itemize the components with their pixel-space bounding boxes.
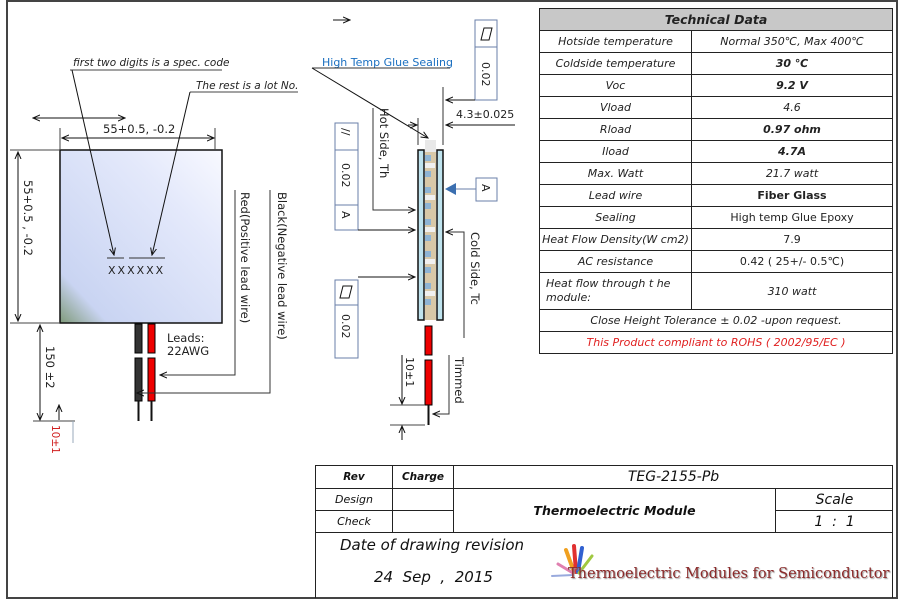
scale-label: Scale	[776, 489, 893, 511]
row-value: 30 ℃	[691, 52, 893, 75]
leads-label: Leads:	[167, 331, 205, 345]
datum-a-box	[475, 177, 498, 202]
flatness-icon	[480, 27, 493, 41]
rohs-note: This Product compliant to ROHS ( 2002/95…	[539, 331, 893, 354]
hot-side-label: Hot Side, Th	[377, 108, 391, 178]
rev-label: Rev	[316, 466, 393, 489]
parallelism-datum: A	[339, 211, 352, 219]
logo-burst-icon	[548, 542, 608, 582]
row-value: Normal 350℃, Max 400℃	[691, 30, 893, 53]
row-value: 0.97 ohm	[691, 118, 893, 141]
row-label: Coldside temperature	[539, 52, 692, 75]
side-red-lead	[424, 325, 433, 356]
date-value: 24 Sep , 2015	[374, 568, 493, 586]
design-value	[393, 489, 454, 511]
design-label: Design	[316, 489, 393, 511]
black-wire-label: Black(Negative lead wire)	[275, 192, 289, 340]
lead-length-dimension: 150 ±2	[43, 346, 57, 389]
drawing-frame	[6, 0, 898, 599]
red-lead-wire	[147, 323, 156, 354]
width-dimension: 55+0.5, -0.2	[103, 122, 175, 136]
row-label: Hotside temperature	[539, 30, 692, 53]
row-value: 7.9	[691, 228, 893, 251]
spec-code-annotation: first two digits is a spec. code	[73, 57, 229, 69]
top-view: first two digits is a spec. code The res…	[10, 57, 298, 454]
cold-side-label: Cold Side, Tc	[468, 232, 482, 305]
height-dimension: 55+0.5 , -0.2	[21, 180, 35, 256]
charge-label: Charge	[393, 466, 454, 489]
row-label: AC resistance	[539, 250, 692, 273]
module-plate	[59, 149, 223, 324]
flatness-frame-top	[474, 19, 498, 101]
red-wire-label: Red(Positive lead wire)	[238, 192, 252, 323]
row-label: Heat flow through t he module:	[539, 272, 692, 310]
parallelism-icon: //	[339, 128, 352, 136]
part-number: TEG-2155-Pb	[454, 466, 893, 489]
black-lead-wire	[134, 323, 143, 354]
tinned-label: Timmed	[452, 356, 466, 404]
table-row: Heat Flow Density(W cm2)7.9	[539, 228, 893, 251]
tolerance-note: Close Height Tolerance ± 0.02 -upon requ…	[539, 309, 893, 332]
date-label: Date of drawing revision	[340, 536, 525, 554]
row-label: Rload	[539, 118, 692, 141]
thickness-dimension: 4.3±0.025	[456, 108, 514, 121]
row-value: High temp Glue Epoxy	[691, 206, 893, 229]
lot-no-annotation: The rest is a lot No.	[196, 80, 298, 92]
row-label: Sealing	[539, 206, 692, 229]
flatness-frame-bottom	[334, 279, 359, 359]
product-name: Thermoelectric Module	[454, 489, 776, 533]
row-label: Lead wire	[539, 184, 692, 207]
row-value: Fiber Glass	[691, 184, 893, 207]
row-value: 4.7A	[691, 140, 893, 163]
check-value	[393, 511, 454, 533]
row-label: Iload	[539, 140, 692, 163]
datum-label: A	[479, 184, 492, 192]
lot-marking: XXXXXX	[108, 264, 165, 277]
datum-triangle-icon	[445, 183, 456, 195]
row-value: 4.6	[691, 96, 893, 119]
row-label: Vload	[539, 96, 692, 119]
table-row: Heat flow through t he module:310 watt	[539, 272, 893, 310]
cold-side-plate	[436, 149, 444, 321]
flatness-bottom-value: 0.02	[339, 314, 352, 339]
company-logo: Thermoelectric Modules for Semiconductor	[568, 566, 890, 582]
check-label: Check	[316, 511, 393, 533]
parallelism-value: 0.02	[339, 163, 352, 188]
row-label: Heat Flow Density(W cm2)	[539, 228, 692, 251]
row-value: 0.42 ( 25+/- 0.5℃)	[691, 250, 893, 273]
hot-side-plate	[417, 149, 425, 321]
flatness-top-value: 0.02	[479, 62, 492, 87]
row-value: 9.2 V	[691, 74, 893, 97]
scale-value: 1 : 1	[776, 511, 893, 533]
leads-gauge: 22AWG	[167, 344, 209, 358]
tinned-length-dimension: 10±1	[49, 425, 61, 454]
side-tinned-length-dimension: 10±1	[403, 357, 416, 387]
row-value: 310 watt	[691, 272, 893, 310]
glue-sealing-label: High Temp Glue Sealing	[322, 56, 453, 69]
row-label: Voc	[539, 74, 692, 97]
title-block: Rev Charge TEG-2155-Pb Design Check Ther…	[315, 465, 893, 598]
side-view: High Temp Glue Sealing 0.02 4.3±0.025	[311, 19, 515, 440]
row-value: 21.7 watt	[691, 162, 893, 185]
table-title: Technical Data	[539, 8, 893, 31]
row-label: Max. Watt	[539, 162, 692, 185]
